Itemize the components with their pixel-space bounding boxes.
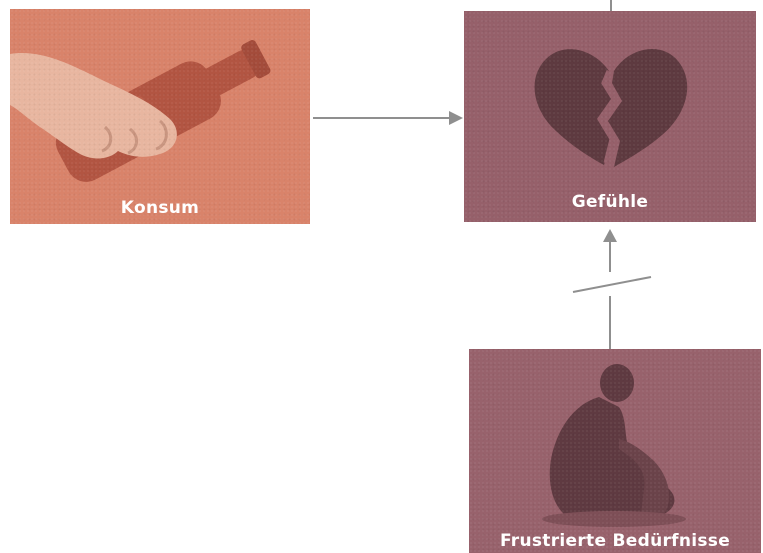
node-frustrierte-beduerfnisse: Frustrierte Bedürfnisse	[469, 349, 761, 553]
node-label-gefuehle: Gefühle	[464, 192, 756, 212]
node-konsum: Konsum	[10, 9, 310, 224]
interruption-mark	[573, 277, 651, 292]
edge-konsum-to-gefuehle	[313, 111, 463, 125]
broken-heart-icon	[464, 11, 756, 222]
node-gefuehle: Gefühle	[464, 11, 756, 222]
edge-frustriert-to-gefuehle	[573, 229, 651, 349]
node-label-konsum: Konsum	[10, 198, 310, 218]
hand-bottle-icon	[10, 9, 310, 224]
sitting-person-icon	[469, 349, 761, 553]
node-label-frustrierte-beduerfnisse: Frustrierte Bedürfnisse	[469, 531, 761, 551]
arrowhead-icon	[449, 111, 463, 125]
arrowhead-icon	[603, 229, 617, 242]
